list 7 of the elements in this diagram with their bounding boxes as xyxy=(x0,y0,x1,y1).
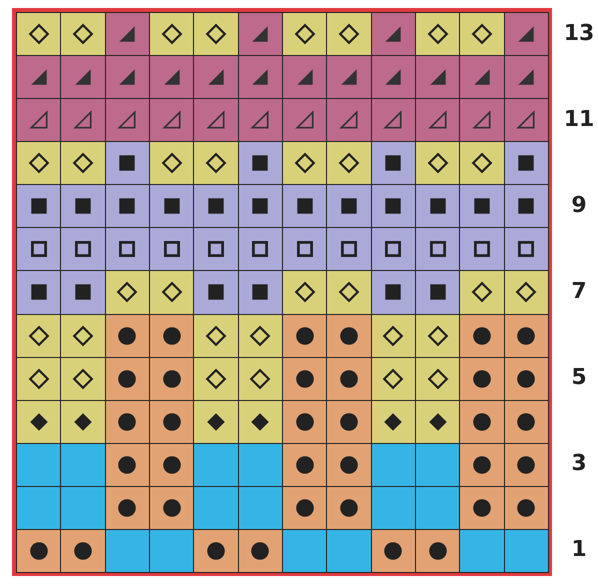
row-number: 9 xyxy=(570,192,588,219)
row-number: 3 xyxy=(570,451,588,478)
row-number: 11 xyxy=(562,106,596,133)
row-number: 13 xyxy=(562,20,596,47)
row-number: 1 xyxy=(570,537,588,564)
row-number: 7 xyxy=(570,279,588,305)
row-number: 5 xyxy=(570,365,588,392)
